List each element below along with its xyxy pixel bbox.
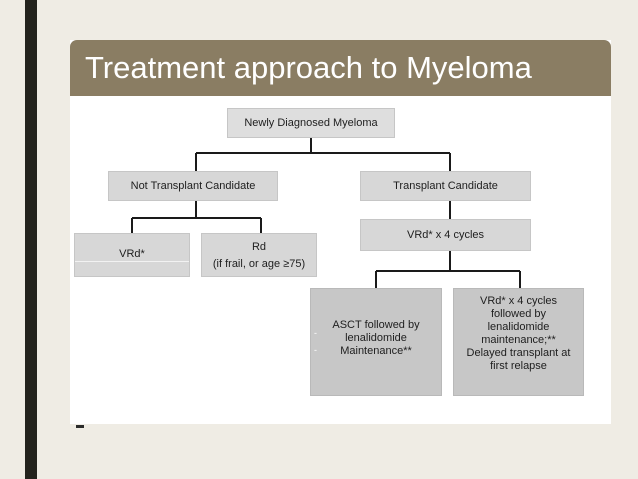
box-rd-condition: (if frail, or age ≥75) <box>212 258 306 270</box>
box-rd-label: Rd <box>251 241 267 253</box>
title-bar: Treatment approach to Myeloma <box>70 40 611 96</box>
box-delayed-line: lenalidomide <box>487 321 550 333</box>
box-asct-line: lenalidomide <box>345 332 407 344</box>
box-transplant-candidate: Transplant Candidate <box>360 171 531 201</box>
box-asct-dash-mark: - <box>314 328 317 338</box>
box-vrd-divider <box>75 261 189 262</box>
slide-title: Treatment approach to Myeloma <box>85 50 532 85</box>
slide-card: Treatment approach to Myeloma Newly Diag… <box>70 40 611 428</box>
box-newly-diagnosed: Newly Diagnosed Myeloma <box>227 108 395 138</box>
left-accent-bar <box>25 0 37 479</box>
box-vrd-4-cycles-label: VRd* x 4 cycles <box>406 228 485 241</box>
box-not-transplant-label: Not Transplant Candidate <box>130 179 256 192</box>
box-delayed-line: first relapse <box>490 360 547 372</box>
box-vrd-4-cycles: VRd* x 4 cycles <box>360 219 531 251</box>
box-not-transplant-candidate: Not Transplant Candidate <box>108 171 278 201</box>
box-asct: ASCT followed by lenalidomide Maintenanc… <box>310 288 442 396</box>
box-delayed-line: Delayed transplant at <box>466 347 571 359</box>
stray-mark <box>76 425 84 428</box>
box-asct-line: ASCT followed by <box>332 319 420 331</box>
box-delayed-transplant: VRd* x 4 cycles followed by lenalidomide… <box>453 288 584 396</box>
box-asct-line: Maintenance** <box>340 345 412 357</box>
box-rd: Rd (if frail, or age ≥75) <box>201 233 317 277</box>
box-vrd-label: VRd* <box>119 248 145 260</box>
box-delayed-line: VRd* x 4 cycles <box>479 295 558 307</box>
box-asct-dash-mark: - <box>314 345 317 355</box>
flowchart-connectors <box>131 138 521 288</box>
box-delayed-line: maintenance;** <box>481 334 556 346</box>
box-delayed-line: followed by <box>490 308 547 320</box>
box-vrd: VRd* <box>74 233 190 277</box>
box-newly-diagnosed-label: Newly Diagnosed Myeloma <box>244 116 378 129</box>
box-transplant-label: Transplant Candidate <box>393 179 498 192</box>
